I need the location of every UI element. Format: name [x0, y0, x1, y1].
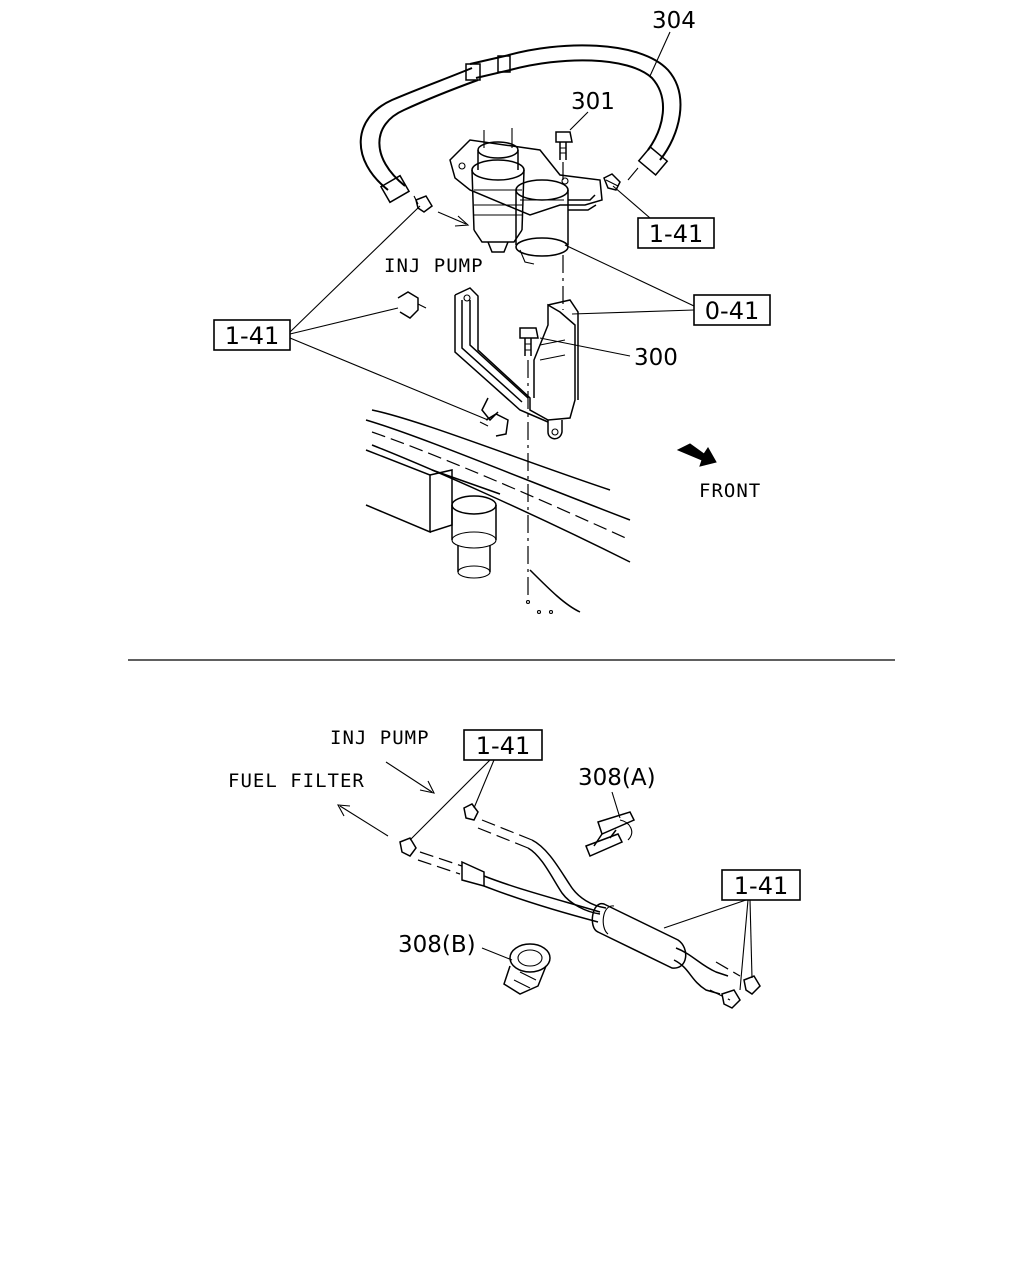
label-inj-pump-lower: INJ PUMP: [330, 727, 430, 749]
ref-box-1-41-right-text: 1-41: [649, 220, 703, 248]
hose-clamp-icon: [603, 173, 621, 191]
hose-clamp-icon: [415, 195, 433, 213]
hose-clamp-icon: [743, 975, 761, 995]
ref-box-1-41-lower-right: [721, 869, 801, 901]
label-front: FRONT: [699, 480, 761, 502]
ref-box-1-41-left: [213, 319, 291, 351]
callout-304: 304: [652, 8, 696, 34]
lower-view: INJ PUMP FUEL FILTER 1-41: [228, 727, 801, 1009]
hose-clamp-icon: [479, 413, 509, 437]
ref-box-0-41-text: 0-41: [705, 297, 759, 325]
fuel-filter-icon: [449, 128, 603, 265]
fuel-hose-assembly: [417, 819, 741, 1001]
hose-clamp-icon: [721, 989, 741, 1009]
ref-box-1-41-lower-right-text: 1-41: [734, 872, 788, 900]
engine-frame: [365, 409, 631, 615]
ref-box-1-41-lower-top: [463, 729, 543, 761]
clip-308b-icon: [503, 943, 551, 995]
mounting-bracket: [454, 287, 579, 440]
clip-308a-icon: [585, 811, 636, 857]
hose-clamp-icon: [397, 291, 427, 319]
ref-box-1-41-lower-top-text: 1-41: [476, 732, 530, 760]
ref-box-1-41-right: [637, 217, 715, 249]
label-fuel-filter: FUEL FILTER: [228, 770, 365, 792]
callout-300: 300: [634, 345, 678, 371]
upper-view: 301 304 1-41 INJ PUMP: [213, 8, 771, 615]
hose-clamp-icon: [463, 803, 479, 821]
bolt-icon: [555, 131, 573, 160]
ref-box-0-41: [693, 294, 771, 326]
direction-arrow-icon: [337, 804, 389, 837]
callout-308a: 308(A): [578, 765, 656, 791]
bolt-icon: [519, 327, 539, 356]
hose-clamp-icon: [399, 837, 417, 857]
callout-308b: 308(B): [398, 932, 476, 958]
ref-box-1-41-left-text: 1-41: [225, 322, 279, 350]
label-inj-pump-upper: INJ PUMP: [384, 255, 484, 277]
callout-301: 301: [571, 89, 615, 115]
front-arrow-icon: [676, 443, 717, 467]
direction-arrow-icon: [385, 761, 436, 794]
fuel-hose-304: [359, 44, 682, 205]
